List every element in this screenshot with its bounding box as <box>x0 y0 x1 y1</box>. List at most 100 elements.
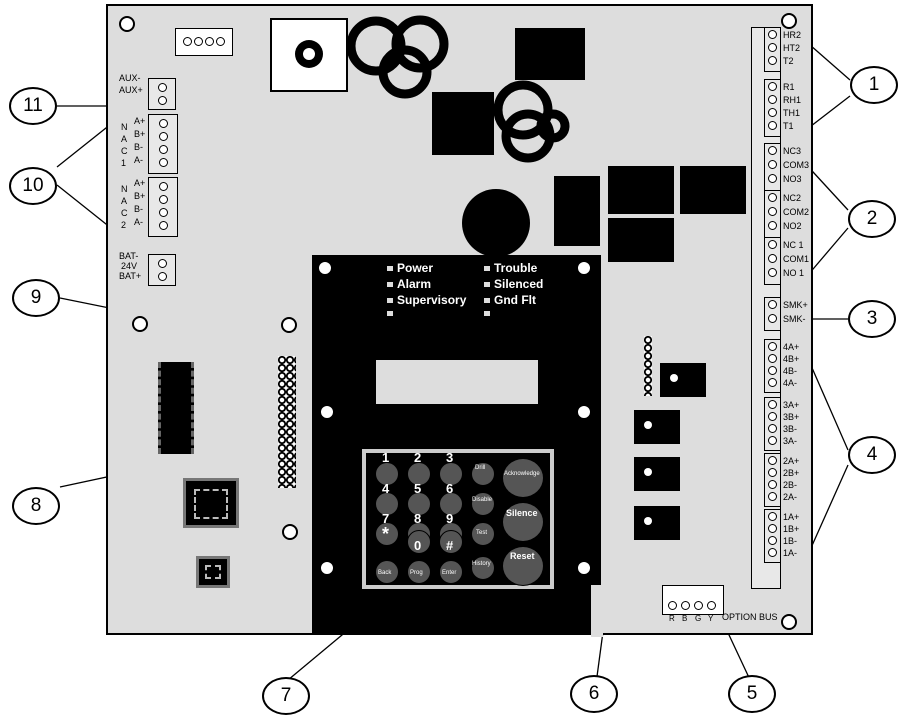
key-star-label: * <box>382 524 390 544</box>
terminal-screw[interactable] <box>768 400 777 409</box>
key-6[interactable] <box>439 492 463 516</box>
terminal-label-relay1-2: NO 1 <box>783 268 805 278</box>
terminal-screw[interactable] <box>768 314 777 323</box>
terminal-screw[interactable] <box>768 121 777 130</box>
terminal-screw[interactable] <box>768 480 777 489</box>
reset-button[interactable] <box>502 546 544 586</box>
terminal-screw[interactable] <box>768 468 777 477</box>
terminal-label-group1b-2: TH1 <box>783 108 801 118</box>
terminal-screw[interactable] <box>768 436 777 445</box>
key-7[interactable] <box>375 522 399 546</box>
test-label: Test <box>476 530 488 536</box>
terminal-screw[interactable] <box>768 456 777 465</box>
terminal-screw[interactable] <box>768 548 777 557</box>
key-5-label: 5 <box>414 481 422 496</box>
key-3[interactable] <box>439 462 463 486</box>
nac2-a-plus: A+ <box>134 178 146 188</box>
key-5[interactable] <box>407 492 431 516</box>
key-4-label: 4 <box>382 481 390 496</box>
drill-button[interactable] <box>471 462 495 486</box>
terminal-screw[interactable] <box>768 221 777 230</box>
terminal-label-zone2-3: 2A- <box>783 492 798 502</box>
terminal-screw[interactable] <box>768 354 777 363</box>
terminal-screw[interactable] <box>768 240 777 249</box>
panel-screw <box>321 406 333 418</box>
key-7-label: 7 <box>382 511 390 526</box>
nac1-b-minus: B- <box>134 142 143 152</box>
prog-button[interactable] <box>407 560 431 584</box>
back-label: Back <box>378 570 392 576</box>
callout-3: 3 <box>848 300 896 338</box>
nac2-side-a: A <box>121 196 128 206</box>
enter-button[interactable] <box>439 560 463 584</box>
silence-button[interactable] <box>502 502 544 542</box>
terminal-screw[interactable] <box>768 512 777 521</box>
terminal-label-group1b-3: T1 <box>783 121 794 131</box>
pin-header <box>278 356 296 488</box>
terminal-screw[interactable] <box>768 95 777 104</box>
terminal-screw[interactable] <box>768 43 777 52</box>
panel-notch <box>591 585 603 637</box>
terminal-label-group1a-0: HR2 <box>783 30 802 40</box>
key-0[interactable] <box>407 530 431 554</box>
terminal-screw[interactable] <box>768 207 777 216</box>
key-4[interactable] <box>375 492 399 516</box>
disable-button[interactable] <box>471 492 495 516</box>
terminal-screw[interactable] <box>768 146 777 155</box>
lcd-display <box>376 360 538 404</box>
terminal-screw[interactable] <box>768 160 777 169</box>
terminal-screw[interactable] <box>768 378 777 387</box>
terminal-screw[interactable] <box>768 536 777 545</box>
panel-screw <box>321 562 333 574</box>
terminal-label-relay1-1: COM1 <box>783 254 810 264</box>
nac2-terminal[interactable] <box>148 177 178 237</box>
gnd-flt-led <box>484 298 490 303</box>
acknowledge-button[interactable] <box>502 458 544 498</box>
terminal-label-zone2-1: 2B+ <box>783 468 800 478</box>
option-bus-pin-g: G <box>695 614 702 623</box>
trouble-label: Trouble <box>494 261 538 275</box>
terminal-screw[interactable] <box>768 56 777 65</box>
key-1[interactable] <box>375 462 399 486</box>
terminal-label-relay1-0: NC 1 <box>783 240 804 250</box>
key-0-label: 0 <box>414 538 422 553</box>
terminal-screw[interactable] <box>768 82 777 91</box>
callout-1: 1 <box>850 66 898 104</box>
battery-terminal[interactable] <box>148 254 176 286</box>
option-bus-label: OPTION BUS <box>722 612 778 622</box>
prog-label: Prog <box>410 570 423 576</box>
callout-4: 4 <box>848 436 896 474</box>
terminal-label-zone3-0: 3A+ <box>783 400 800 410</box>
key-1-label: 1 <box>382 450 390 465</box>
history-button[interactable] <box>471 556 495 580</box>
callout-11: 11 <box>9 87 57 125</box>
terminal-screw[interactable] <box>768 108 777 117</box>
terminal-screw[interactable] <box>768 30 777 39</box>
bat-minus-label: BAT- <box>119 251 139 261</box>
back-button[interactable] <box>375 560 399 584</box>
acknowledge-label: Acknowledge <box>504 471 540 477</box>
aux-terminal[interactable] <box>148 78 176 110</box>
terminal-screw[interactable] <box>768 193 777 202</box>
key-hash[interactable] <box>439 530 463 554</box>
nac2-side-c: C <box>121 208 128 218</box>
terminal-screw[interactable] <box>768 254 777 263</box>
option-bus-connector[interactable] <box>662 585 724 615</box>
test-button[interactable] <box>471 522 495 546</box>
terminal-screw[interactable] <box>768 342 777 351</box>
nac1-side-c: C <box>121 146 128 156</box>
key-8-label: 8 <box>414 511 422 526</box>
terminal-screw[interactable] <box>768 174 777 183</box>
terminal-screw[interactable] <box>768 412 777 421</box>
terminal-screw[interactable] <box>768 366 777 375</box>
terminal-label-zone4-2: 4B- <box>783 366 798 376</box>
terminal-screw[interactable] <box>768 424 777 433</box>
nac1-terminal[interactable] <box>148 114 178 174</box>
terminal-label-zone4-1: 4B+ <box>783 354 800 364</box>
terminal-screw[interactable] <box>768 492 777 501</box>
terminal-screw[interactable] <box>768 268 777 277</box>
key-2[interactable] <box>407 462 431 486</box>
terminal-screw[interactable] <box>768 524 777 533</box>
terminal-screw[interactable] <box>768 300 777 309</box>
mounting-hole <box>282 524 298 540</box>
